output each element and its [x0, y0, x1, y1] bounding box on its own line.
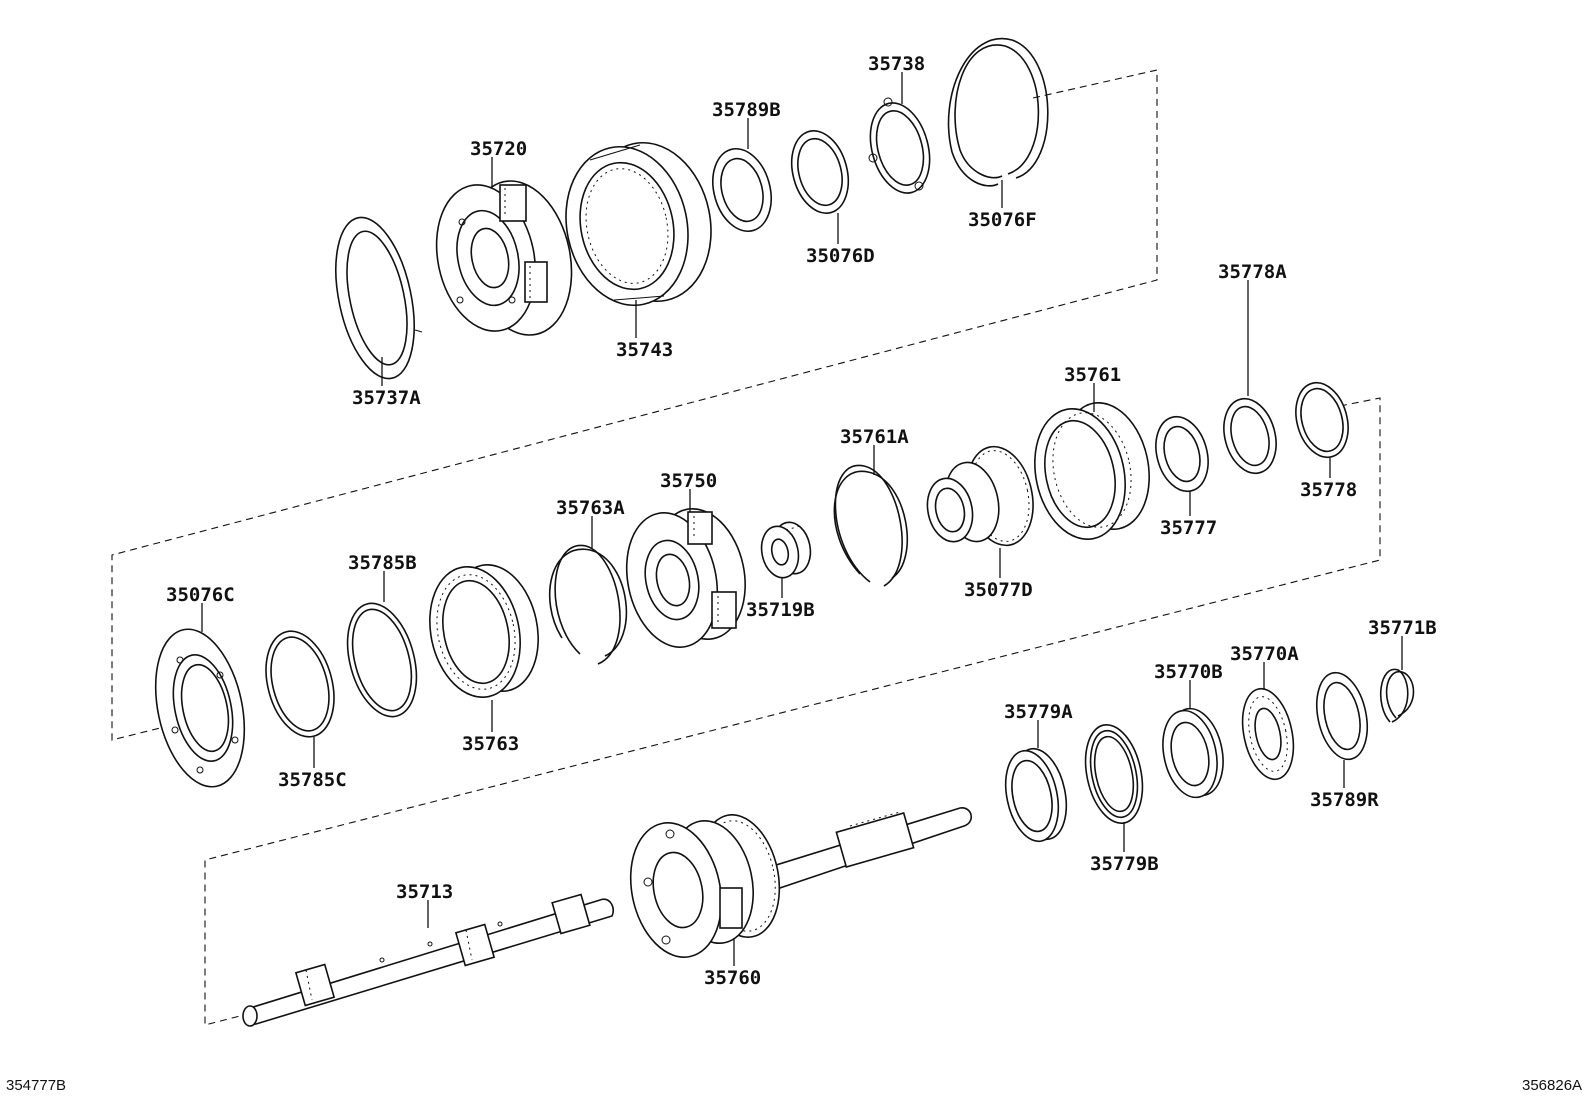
part-35779B-bearing[interactable]: [1077, 719, 1151, 828]
part-35789B-washer[interactable]: [704, 142, 780, 238]
label-35719B: 35719B: [746, 599, 815, 621]
label-35076C: 35076C: [166, 584, 235, 606]
part-35785C-seal-ring[interactable]: [255, 624, 345, 745]
label-35720: 35720: [470, 138, 527, 160]
part-35763A-snap-ring[interactable]: [549, 544, 628, 665]
label-35789B: 35789B: [712, 99, 781, 121]
part-35770A-thrust-needle-bearing[interactable]: [1235, 684, 1301, 784]
label-35770A: 35770A: [1230, 643, 1299, 665]
part-35077D-one-way-clutch[interactable]: [922, 440, 1042, 551]
part-35778-ring[interactable]: [1288, 377, 1356, 463]
label-35770B: 35770B: [1154, 661, 1223, 683]
label-35779B: 35779B: [1090, 853, 1159, 875]
label-35076F: 35076F: [968, 209, 1037, 231]
leader-lines: [201, 72, 1403, 966]
part-35763-clutch-drum[interactable]: [418, 557, 549, 706]
part-35743-ring-gear[interactable]: [552, 131, 726, 316]
part-35779A-bearing-race[interactable]: [998, 744, 1074, 846]
label-35763A: 35763A: [556, 497, 625, 519]
label-35761A: 35761A: [840, 426, 909, 448]
part-35719B-sun-gear[interactable]: [757, 519, 815, 581]
label-35743: 35743: [616, 339, 673, 361]
part-35720-planetary-carrier[interactable]: [424, 171, 585, 344]
label-35777: 35777: [1160, 517, 1217, 539]
footer-ref-right: 356826A: [1522, 1077, 1582, 1094]
part-35760-output-shaft-carrier[interactable]: [619, 807, 972, 965]
label-35763: 35763: [462, 733, 519, 755]
part-35076F-snap-ring[interactable]: [947, 37, 1049, 187]
part-35750-planetary-carrier[interactable]: [615, 500, 757, 655]
label-35738: 35738: [868, 53, 925, 75]
label-35778: 35778: [1300, 479, 1357, 501]
label-35785B: 35785B: [348, 552, 417, 574]
part-35778A-washer[interactable]: [1216, 393, 1284, 479]
label-35077D: 35077D: [964, 579, 1033, 601]
group-boundary-lines: [111, 69, 1381, 1026]
part-35076C-clutch-piston[interactable]: [142, 621, 257, 795]
part-35761-clutch-hub[interactable]: [1023, 395, 1160, 548]
label-35778A: 35778A: [1218, 261, 1287, 283]
label-35076D: 35076D: [806, 245, 875, 267]
part-35737A-thrust-plate[interactable]: [323, 210, 428, 385]
part-35777-bearing-race[interactable]: [1148, 411, 1216, 497]
label-35785C: 35785C: [278, 769, 347, 791]
label-35760: 35760: [704, 967, 761, 989]
label-35713: 35713: [396, 881, 453, 903]
footer-ref-left: 354777B: [6, 1077, 66, 1094]
part-35076D-ring[interactable]: [783, 124, 857, 219]
part-35771B-snap-ring[interactable]: [1379, 668, 1415, 723]
label-35750: 35750: [660, 470, 717, 492]
label-35737A: 35737A: [352, 387, 421, 409]
label-35789R: 35789R: [1310, 789, 1379, 811]
part-35761A-snap-ring[interactable]: [833, 464, 909, 587]
part-35713-intermediate-shaft[interactable]: [242, 893, 615, 1027]
part-35770B-bearing-race[interactable]: [1155, 704, 1230, 803]
label-35771B: 35771B: [1368, 617, 1437, 639]
part-number-labels: 35720 35743 35737A 35789B 35738 35076D 3…: [166, 53, 1437, 989]
part-35785B-seal-ring[interactable]: [336, 596, 428, 725]
label-35761: 35761: [1064, 364, 1121, 386]
part-35738-thrust-washer[interactable]: [861, 96, 939, 199]
label-35779A: 35779A: [1004, 701, 1073, 723]
part-35789R-washer[interactable]: [1309, 668, 1374, 764]
